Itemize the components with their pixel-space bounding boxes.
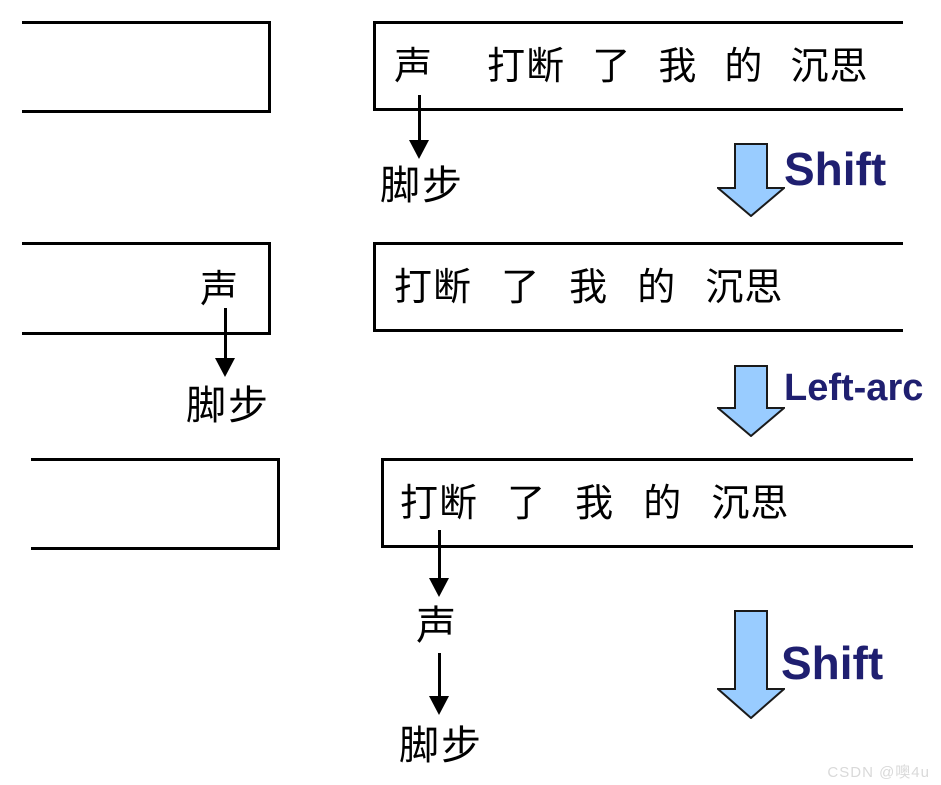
step3-dependent-word-1: 声 — [416, 603, 458, 649]
step2-stack-box: 声 — [22, 242, 271, 335]
step2-dependent-word: 脚步 — [186, 383, 270, 429]
shift-transition-arrow-icon — [717, 143, 785, 217]
step3-dependent-word-2: 脚步 — [399, 723, 483, 769]
step3-action-label: Shift — [781, 637, 884, 689]
step1-dependent-word: 脚步 — [380, 163, 464, 209]
step3-buffer-tokens: 打断 了 我 的 沉思 — [400, 481, 790, 525]
arrow-down-icon — [215, 358, 235, 377]
step2-stack-token: 声 — [199, 266, 238, 311]
step3-stack-box — [31, 458, 280, 550]
left-arc-transition-arrow-icon — [717, 365, 785, 437]
arrow-down-icon — [409, 140, 429, 159]
dependency-arrow-line — [224, 308, 227, 360]
step1-action-label: Shift — [784, 143, 887, 195]
watermark: CSDN @噢4u — [827, 764, 930, 781]
step1-buffer-box: 声 打断 了 我 的 沉思 — [373, 21, 903, 111]
dependency-arrow-line — [418, 95, 421, 142]
dependency-arrow-line — [438, 530, 441, 580]
dependency-arrow-line — [438, 653, 441, 698]
step2-buffer-tokens: 打断 了 我 的 沉思 — [394, 265, 784, 309]
step2-buffer-box: 打断 了 我 的 沉思 — [373, 242, 903, 332]
step1-stack-box — [22, 21, 271, 113]
shift-transition-arrow-icon — [717, 610, 785, 719]
step2-action-label: Left-arc — [784, 367, 924, 409]
step1-buffer-tokens: 声 打断 了 我 的 沉思 — [394, 44, 869, 88]
arrow-down-icon — [429, 578, 449, 597]
step3-buffer-box: 打断 了 我 的 沉思 — [381, 458, 913, 548]
arrow-down-icon — [429, 696, 449, 715]
